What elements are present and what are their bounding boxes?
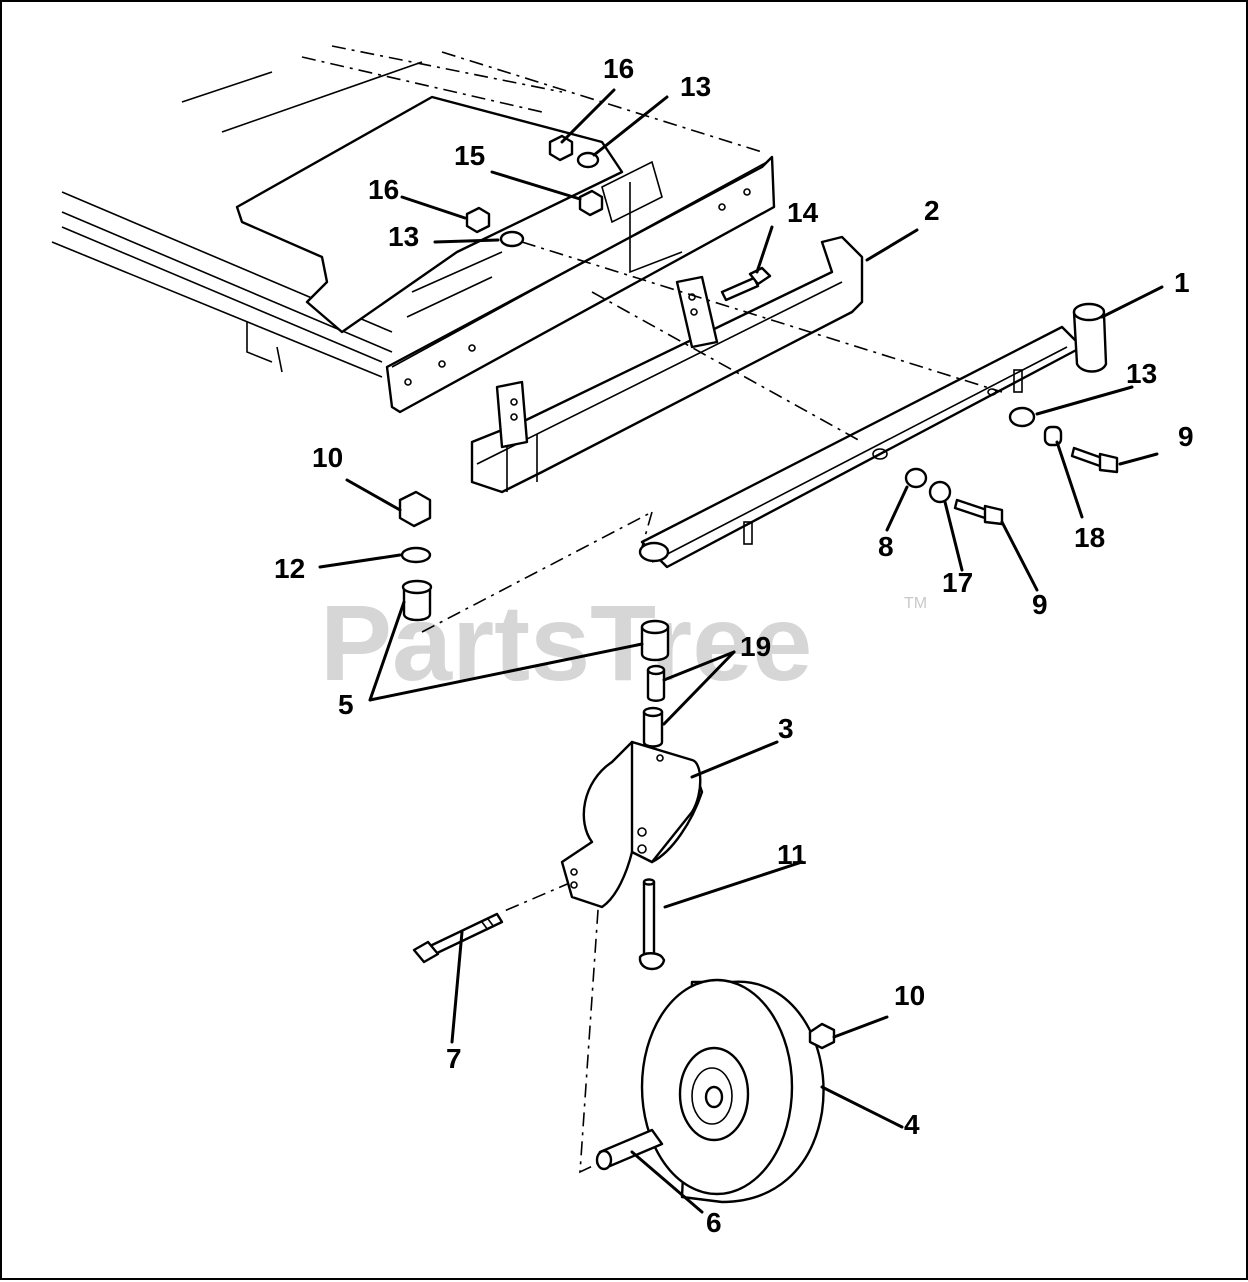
part-1-front-axle — [638, 302, 1108, 569]
callout-4: 4 — [904, 1109, 920, 1140]
callout-16-top: 16 — [603, 53, 634, 84]
part-19-spacer-b — [642, 710, 664, 748]
hardware-right — [904, 406, 1119, 526]
part-5-bushing-a — [402, 585, 432, 622]
part-6-spacer — [595, 1128, 664, 1171]
callout-18: 18 — [1074, 522, 1105, 553]
callout-5: 5 — [338, 689, 354, 720]
part-14-bolt — [720, 276, 760, 302]
part-7-bolt — [412, 912, 504, 964]
part-16-nut-b — [465, 206, 491, 234]
callout-9-lower: 9 — [1032, 589, 1048, 620]
part-16-nut-a — [548, 134, 574, 162]
part-17-washer — [928, 480, 952, 504]
part-9-bolt-a — [1070, 446, 1104, 468]
part-9-bolt-b — [953, 498, 989, 520]
callout-9-right: 9 — [1178, 421, 1194, 452]
callout-7: 7 — [446, 1043, 462, 1074]
callout-13-top: 13 — [680, 71, 711, 102]
hardware-upper — [465, 134, 772, 302]
part-15-nut — [578, 189, 604, 217]
callout-3: 3 — [778, 713, 794, 744]
callout-13-right: 13 — [1126, 358, 1157, 389]
part-13-washer-a — [576, 151, 600, 169]
part-3-caster-fork — [560, 740, 704, 909]
part-18-spacer — [1043, 425, 1063, 447]
callout-16-left: 16 — [368, 174, 399, 205]
callout-8: 8 — [878, 531, 894, 562]
callout-1: 1 — [1174, 267, 1190, 298]
part-13-washer-c — [1008, 406, 1036, 428]
part-12-washer — [400, 546, 432, 564]
callout-15: 15 — [454, 140, 485, 171]
leader-lines — [318, 88, 1164, 1214]
callout-10-wheel: 10 — [894, 980, 925, 1011]
callout-12: 12 — [274, 553, 305, 584]
callout-17: 17 — [942, 567, 973, 598]
callout-13-left: 13 — [388, 221, 419, 252]
part-11-pin — [638, 878, 666, 971]
part-19-spacer-a — [646, 668, 666, 702]
deck-frame — [51, 45, 776, 414]
callout-10-left: 10 — [312, 442, 343, 473]
part-13-washer-b — [499, 230, 525, 248]
callout-2: 2 — [924, 195, 940, 226]
part-2-bumper — [470, 235, 864, 494]
part-4-wheel — [640, 978, 836, 1204]
part-10-nut-b — [808, 1022, 836, 1050]
watermark-tm: TM — [904, 595, 927, 612]
callout-labels: 1 2 3 4 5 6 7 8 9 9 10 10 11 12 13 13 13… — [274, 53, 1194, 1238]
part-10-nut-a — [398, 490, 432, 528]
part-5-bushing-b — [640, 625, 670, 662]
hardware-left — [398, 490, 433, 622]
callout-11: 11 — [777, 839, 807, 870]
hardware-center — [640, 619, 670, 748]
callout-19: 19 — [740, 631, 771, 662]
watermark-text: PartsTree — [320, 582, 812, 703]
callout-6: 6 — [706, 1207, 722, 1238]
callout-14: 14 — [787, 197, 819, 228]
part-8-bushing — [904, 467, 928, 489]
